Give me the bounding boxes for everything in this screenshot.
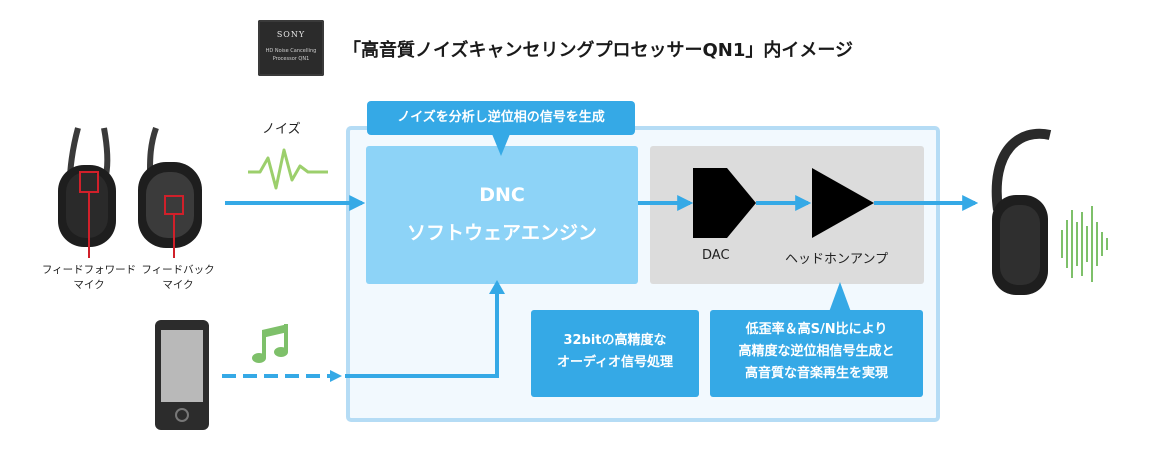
smartphone-icon	[155, 320, 209, 430]
headphone-side-icon	[991, 128, 1052, 295]
phone-dashed-arrowhead	[330, 370, 342, 382]
info-box-low-distortion-line1: 低歪率＆高S/N比により	[745, 322, 888, 337]
dnc-title: DNC	[479, 184, 525, 206]
info-pointer	[829, 282, 851, 312]
noise-wave-icon	[248, 148, 328, 190]
feedback-mic-label-line2: マイク	[162, 279, 194, 291]
info-box-low-distortion-line2: 高精度な逆位相信号生成と	[738, 344, 895, 359]
callout-antiphase: ノイズを分析し逆位相の信号を生成	[367, 101, 635, 135]
callout-tail	[492, 134, 510, 156]
dac-label: DAC	[702, 248, 730, 263]
feedforward-mic-label-line2: マイク	[73, 279, 105, 291]
page-title: 「高音質ノイズキャンセリングプロセッサーQN1」内イメージ	[343, 40, 853, 61]
chip-brand: SONY	[276, 30, 306, 39]
headphone-earcup-inner-icon	[138, 127, 202, 258]
dnc-subtitle: ソフトウェアエンジン	[406, 222, 597, 244]
phone-to-dnc-line	[345, 292, 499, 378]
chip-line-2: Processor QN1	[272, 56, 310, 62]
dnc-engine-box: DNC ソフトウェアエンジン	[366, 146, 638, 284]
phone-to-dnc-arrowhead	[489, 280, 505, 294]
info-box-32bit-line1: 32bitの高精度な	[563, 333, 667, 348]
info-box-32bit-line2: オーディオ信号処理	[556, 355, 674, 370]
chip-line-1: HD Noise Cancelling	[265, 48, 317, 54]
sony-qn1-chip-icon: SONY HD Noise Cancelling Processor QN1	[258, 20, 324, 76]
sound-wave-icon	[1061, 206, 1108, 282]
info-box-32bit: 32bitの高精度な オーディオ信号処理	[531, 310, 699, 397]
feedforward-mic-label-line1: フィードフォワード	[41, 264, 137, 276]
amp-label: ヘッドホンアンプ	[785, 252, 889, 267]
info-box-low-distortion: 低歪率＆高S/N比により 高精度な逆位相信号生成と 高音質な音楽再生を実現	[710, 310, 923, 397]
feedback-mic-label-line1: フィードバック	[141, 264, 215, 276]
headphone-earcup-outer-icon	[58, 127, 116, 258]
info-box-low-distortion-line3: 高音質な音楽再生を実現	[744, 366, 888, 381]
dac-symbol-icon	[693, 168, 756, 238]
feedback-mic-label: フィードバック マイク	[128, 263, 228, 293]
amp-triangle-icon	[812, 168, 874, 238]
feedforward-mic-label: フィードフォワード マイク	[24, 263, 154, 293]
music-note-icon	[252, 324, 288, 363]
noise-label: ノイズ	[262, 122, 301, 137]
